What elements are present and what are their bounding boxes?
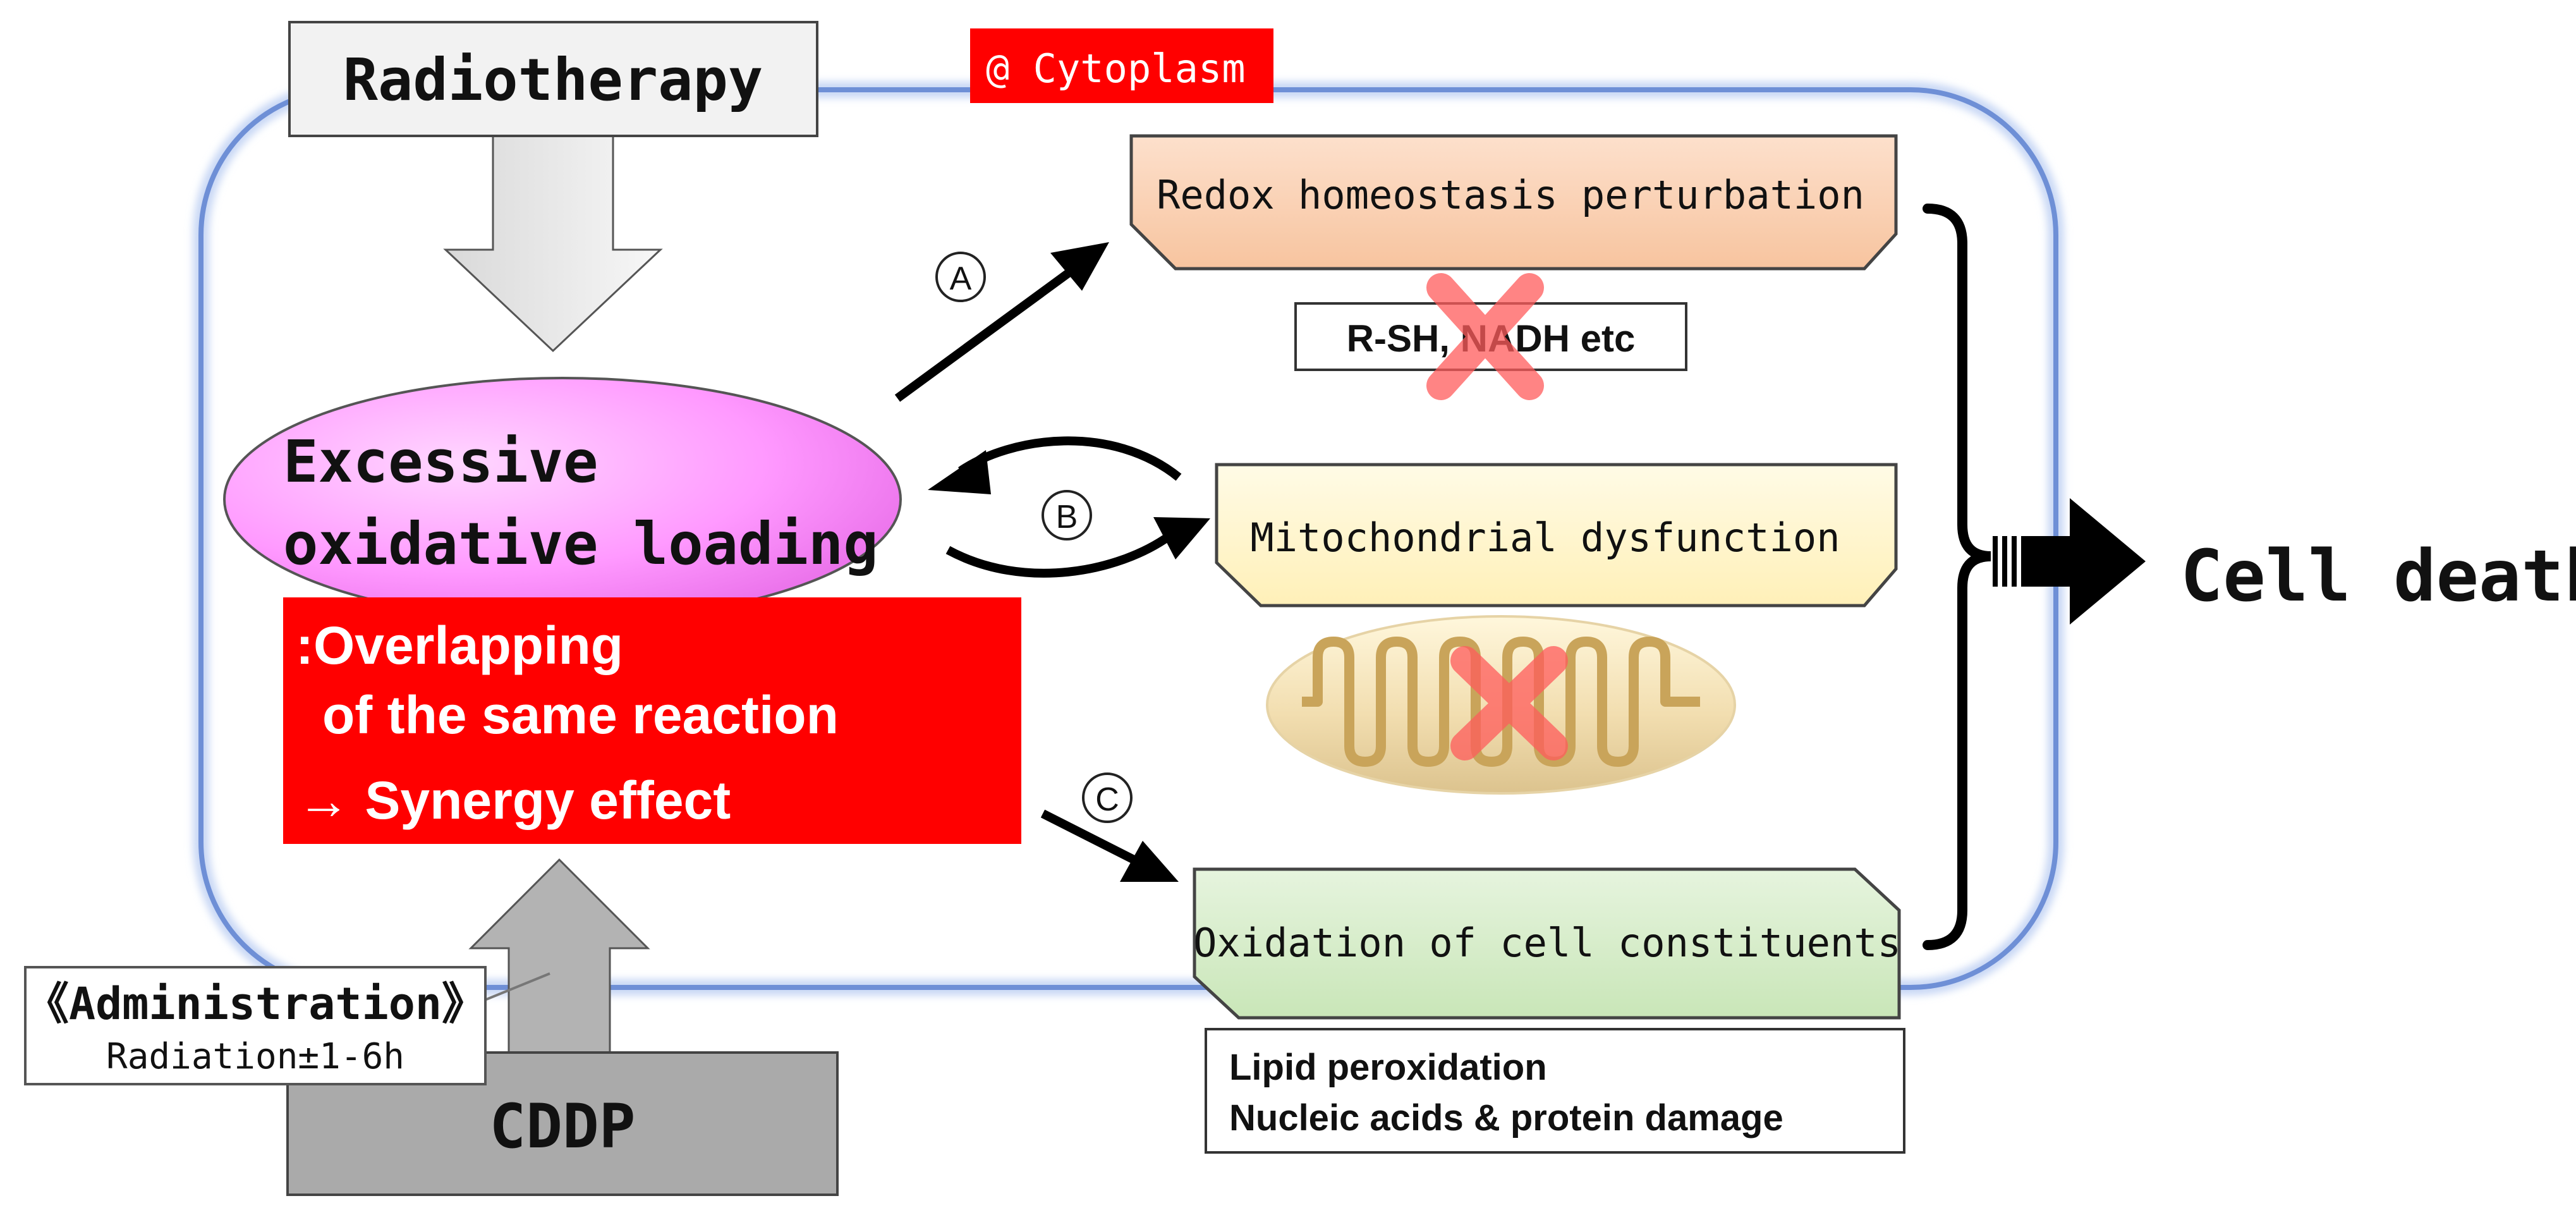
synergy-box (283, 597, 1021, 844)
cddp-label: CDDP (489, 1091, 635, 1162)
arrow-b-return-head (928, 450, 991, 494)
oxidation-note-2: Nucleic acids & protein damage (1229, 1097, 1783, 1139)
radiotherapy-arrow (443, 131, 663, 353)
oxidation-note-box (1205, 1028, 1905, 1154)
arrow-b-return-line (958, 436, 1182, 481)
marker-b-circle (1042, 490, 1092, 540)
mito-cross-icon (1450, 646, 1568, 760)
redox-box (1129, 134, 1898, 271)
marker-b: B (1056, 499, 1078, 535)
administration-detail: Radiation±1-6h (106, 1036, 404, 1077)
administration-title: 《Administration》 (25, 978, 486, 1030)
arrow-a-line (894, 265, 1078, 402)
oxidation-box (1193, 867, 1901, 1020)
administration-box (24, 966, 487, 1085)
arrow-b-forward-line (945, 532, 1172, 578)
marker-c: C (1095, 781, 1119, 818)
marker-c-circle (1082, 772, 1133, 823)
radiotherapy-box (288, 21, 818, 137)
synergy-line1: :Overlapping (296, 616, 623, 675)
outcome-brace (1923, 204, 1991, 950)
marker-a: A (950, 260, 972, 297)
arrow-c-head (1120, 841, 1179, 882)
radiotherapy-label: Radiotherapy (343, 46, 763, 114)
cell-death-label: Cell death (2180, 535, 2576, 618)
cytoplasm-label: @ Cytoplasm (986, 46, 1246, 92)
arrow-c-line (1040, 809, 1146, 869)
synergy-line3: → Synergy effect (297, 771, 731, 830)
mito-box (1215, 463, 1898, 608)
cytoplasm-tag (970, 28, 1273, 103)
excessive-line2: oxidative loading (283, 510, 878, 578)
redox-label: Redox homeostasis perturbation (1157, 172, 1864, 218)
mito-label: Mitochondrial dysfunction (1250, 515, 1840, 561)
synergy-line2: of the same reaction (322, 685, 839, 745)
cell-death-arrow (1993, 498, 2146, 625)
redox-cross-icon (1426, 273, 1544, 400)
excessive-line1: Excessive (283, 428, 598, 496)
oxidation-note-1: Lipid peroxidation (1229, 1047, 1547, 1088)
marker-a-circle (935, 252, 986, 302)
arrow-a-head (1050, 242, 1109, 291)
arrow-b-forward-head (1153, 517, 1210, 559)
excessive-oxidative-ellipse (223, 377, 902, 622)
oxidation-label: Oxidation of cell constituents (1193, 920, 1901, 966)
